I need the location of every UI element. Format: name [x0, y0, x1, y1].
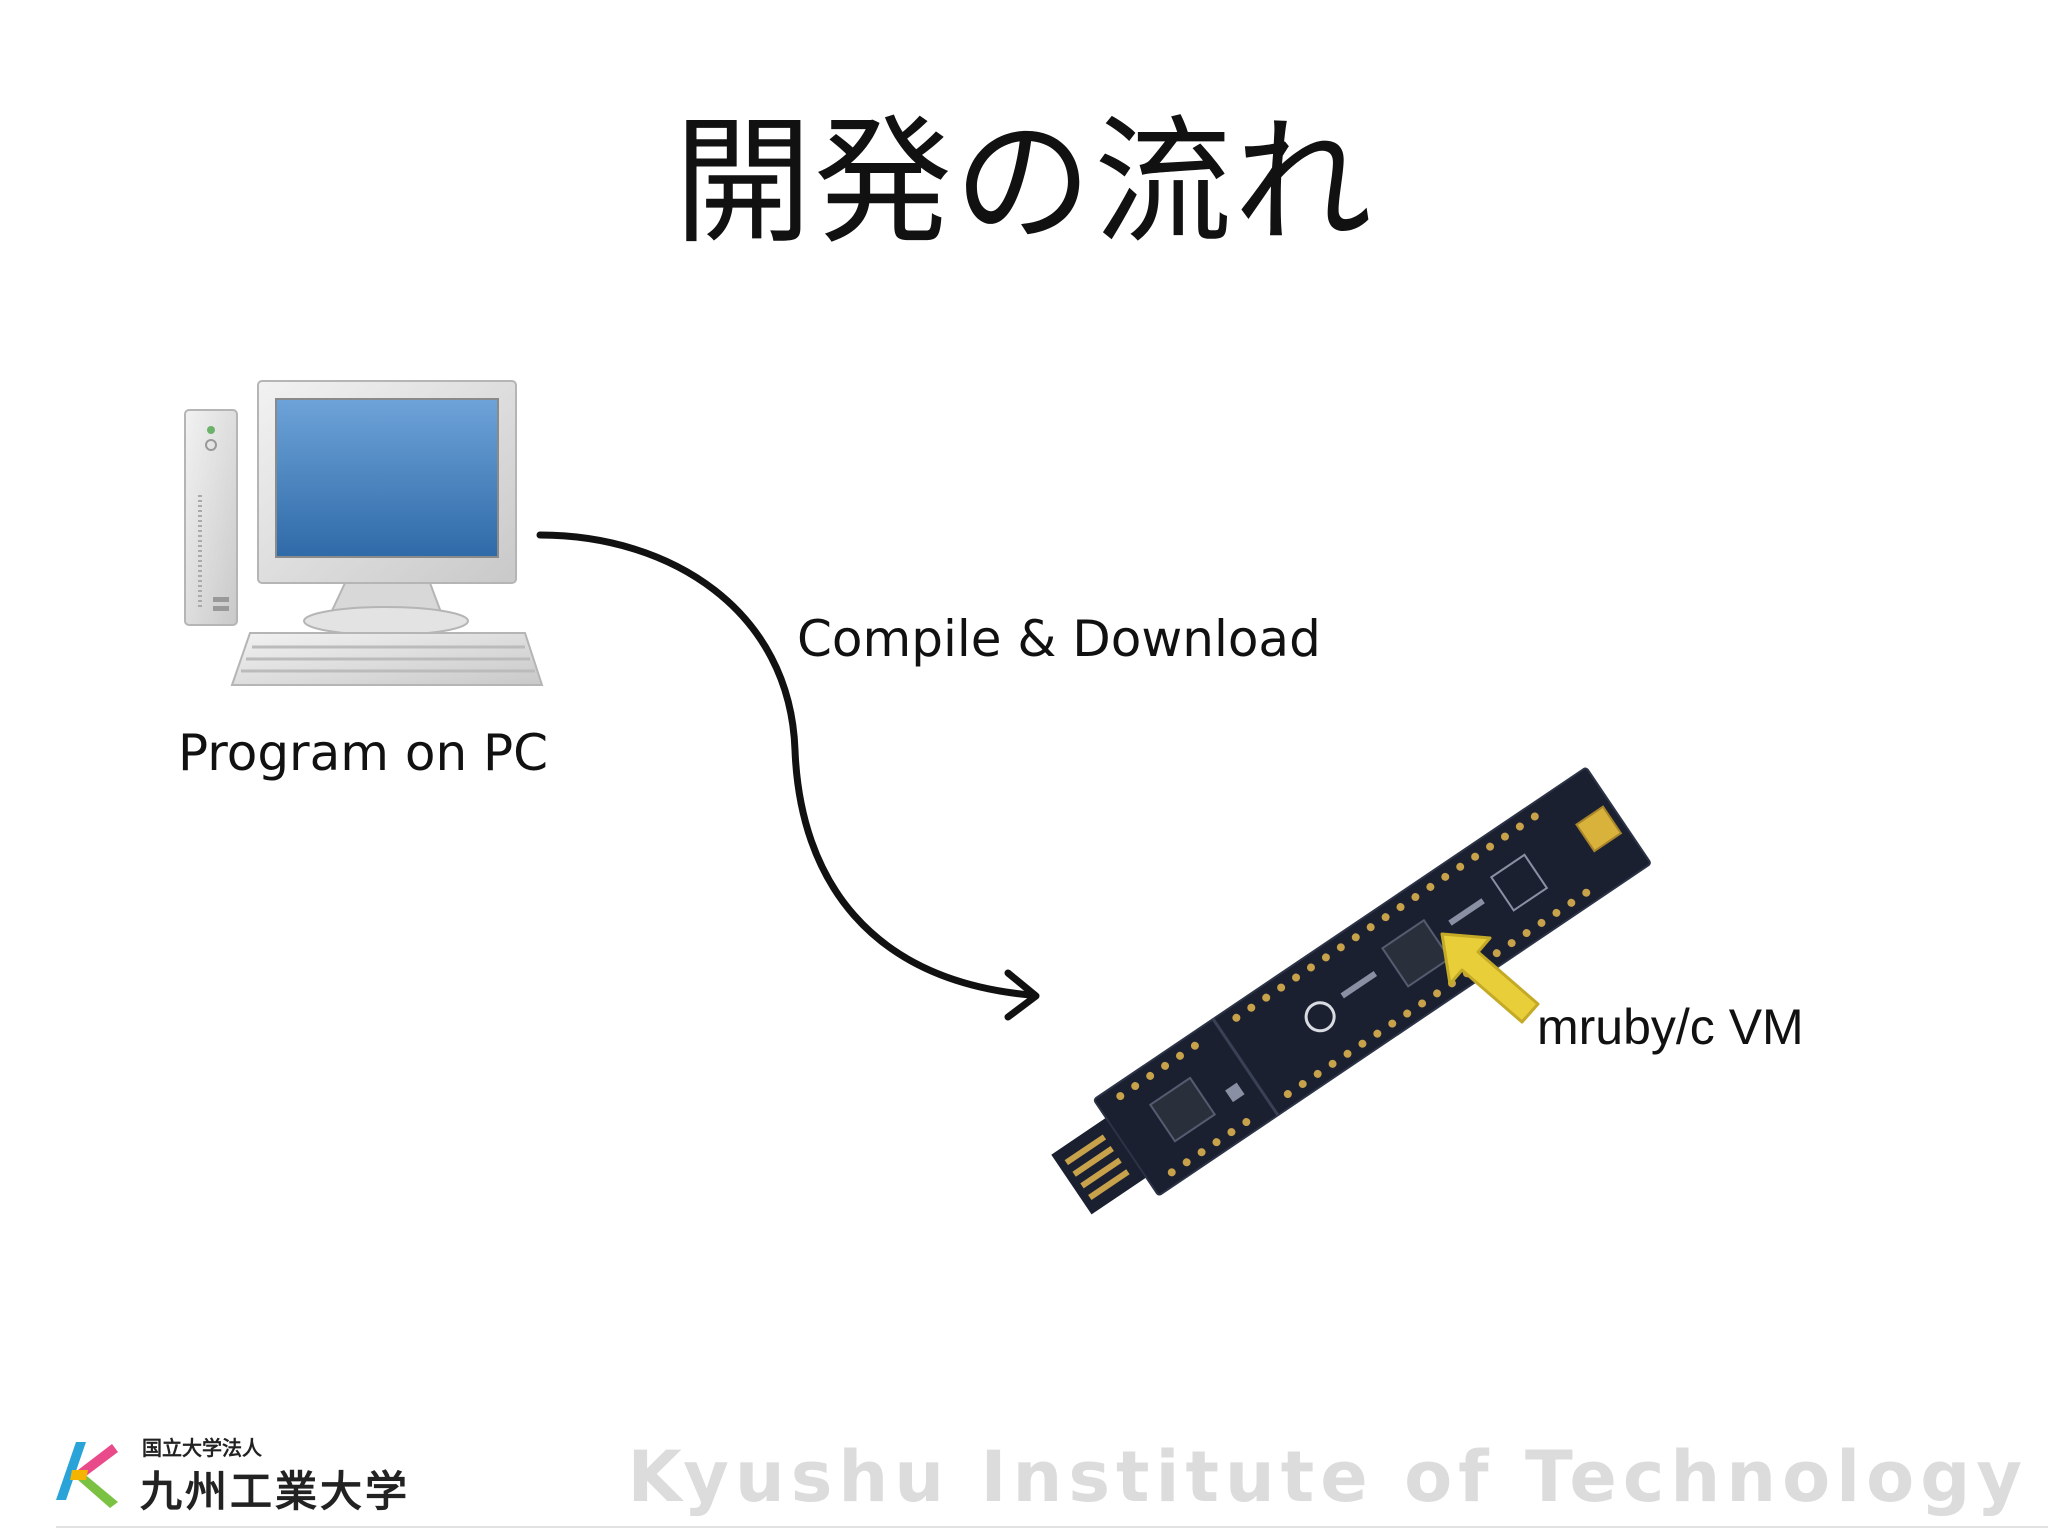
curved-arrow-icon	[536, 531, 1040, 1021]
mruby-vm-label: mruby/c VM	[1537, 999, 1804, 1055]
slide-title: 開発の流れ	[673, 102, 1374, 263]
pc-label: Program on PC	[178, 724, 549, 782]
logo-subtitle: 国立大学法人	[142, 1436, 262, 1460]
footer-divider	[56, 1526, 2048, 1528]
microcontroller-board-image	[1051, 767, 1651, 1215]
kit-logo-icon	[56, 1442, 118, 1508]
pointer-arrow-icon	[1440, 932, 1540, 1024]
logo-name: 九州工業大学	[140, 1467, 411, 1516]
footer-brand-text: Kyushu Institute of Technology	[627, 1436, 2028, 1518]
desktop-computer-icon	[184, 380, 544, 686]
compile-download-label: Compile & Download	[797, 610, 1321, 668]
university-logo: 国立大学法人 九州工業大学	[52, 1430, 432, 1516]
